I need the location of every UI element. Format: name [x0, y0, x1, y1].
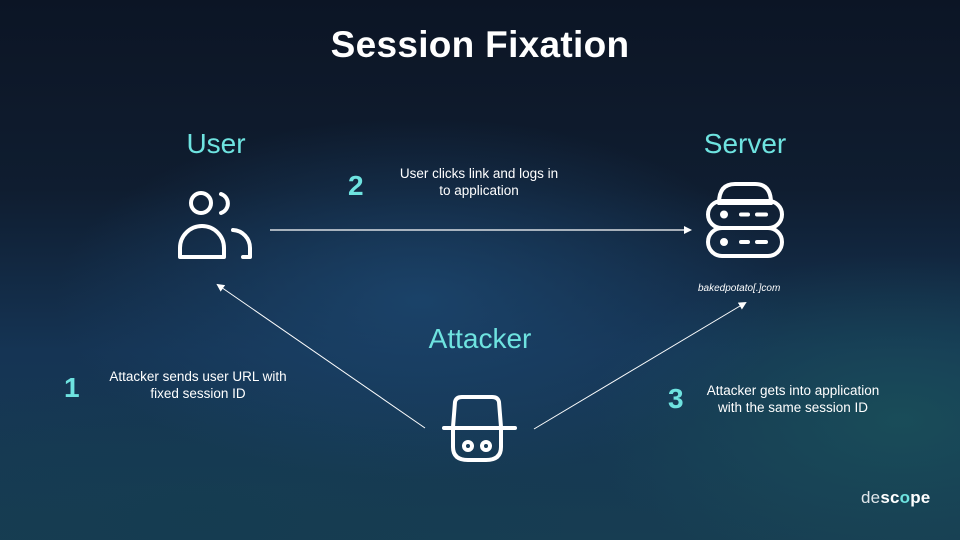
user-label: User	[186, 128, 246, 159]
step-1-line-2: fixed session ID	[150, 386, 246, 401]
descope-logo: descope	[861, 488, 930, 508]
step-2-line-1: User clicks link and logs in	[399, 166, 559, 181]
step-1-text: Attacker sends user URL with fixed sessi…	[92, 368, 304, 402]
server-domain: bakedpotato[.]com	[698, 283, 781, 294]
logo-part-3: o	[899, 488, 911, 507]
step-3-text: Attacker gets into application with the …	[692, 382, 894, 416]
step-2-number: 2	[348, 170, 364, 201]
logo-part-2: sc	[880, 488, 900, 507]
step-1-number: 1	[64, 372, 80, 403]
arrow-attacker-to-server	[533, 301, 747, 430]
logo-part-1: de	[861, 488, 881, 507]
spy-hat-icon	[440, 394, 520, 471]
step-2-line-2: to application	[439, 183, 519, 198]
step-3-line-2: with the same session ID	[717, 400, 869, 415]
step-3-line-1: Attacker gets into application	[706, 383, 880, 398]
attacker-label: Attacker	[428, 323, 532, 354]
logo-part-4: pe	[910, 488, 931, 507]
step-1-line-1: Attacker sends user URL with	[109, 369, 287, 384]
server-icon	[705, 181, 785, 266]
step-2-text: User clicks link and logs in to applicat…	[380, 165, 578, 199]
users-icon	[176, 186, 256, 267]
step-3-number: 3	[668, 383, 684, 414]
page-title: Session Fixation	[330, 24, 630, 65]
arrow-attacker-to-user	[216, 283, 426, 429]
server-label: Server	[703, 128, 787, 159]
